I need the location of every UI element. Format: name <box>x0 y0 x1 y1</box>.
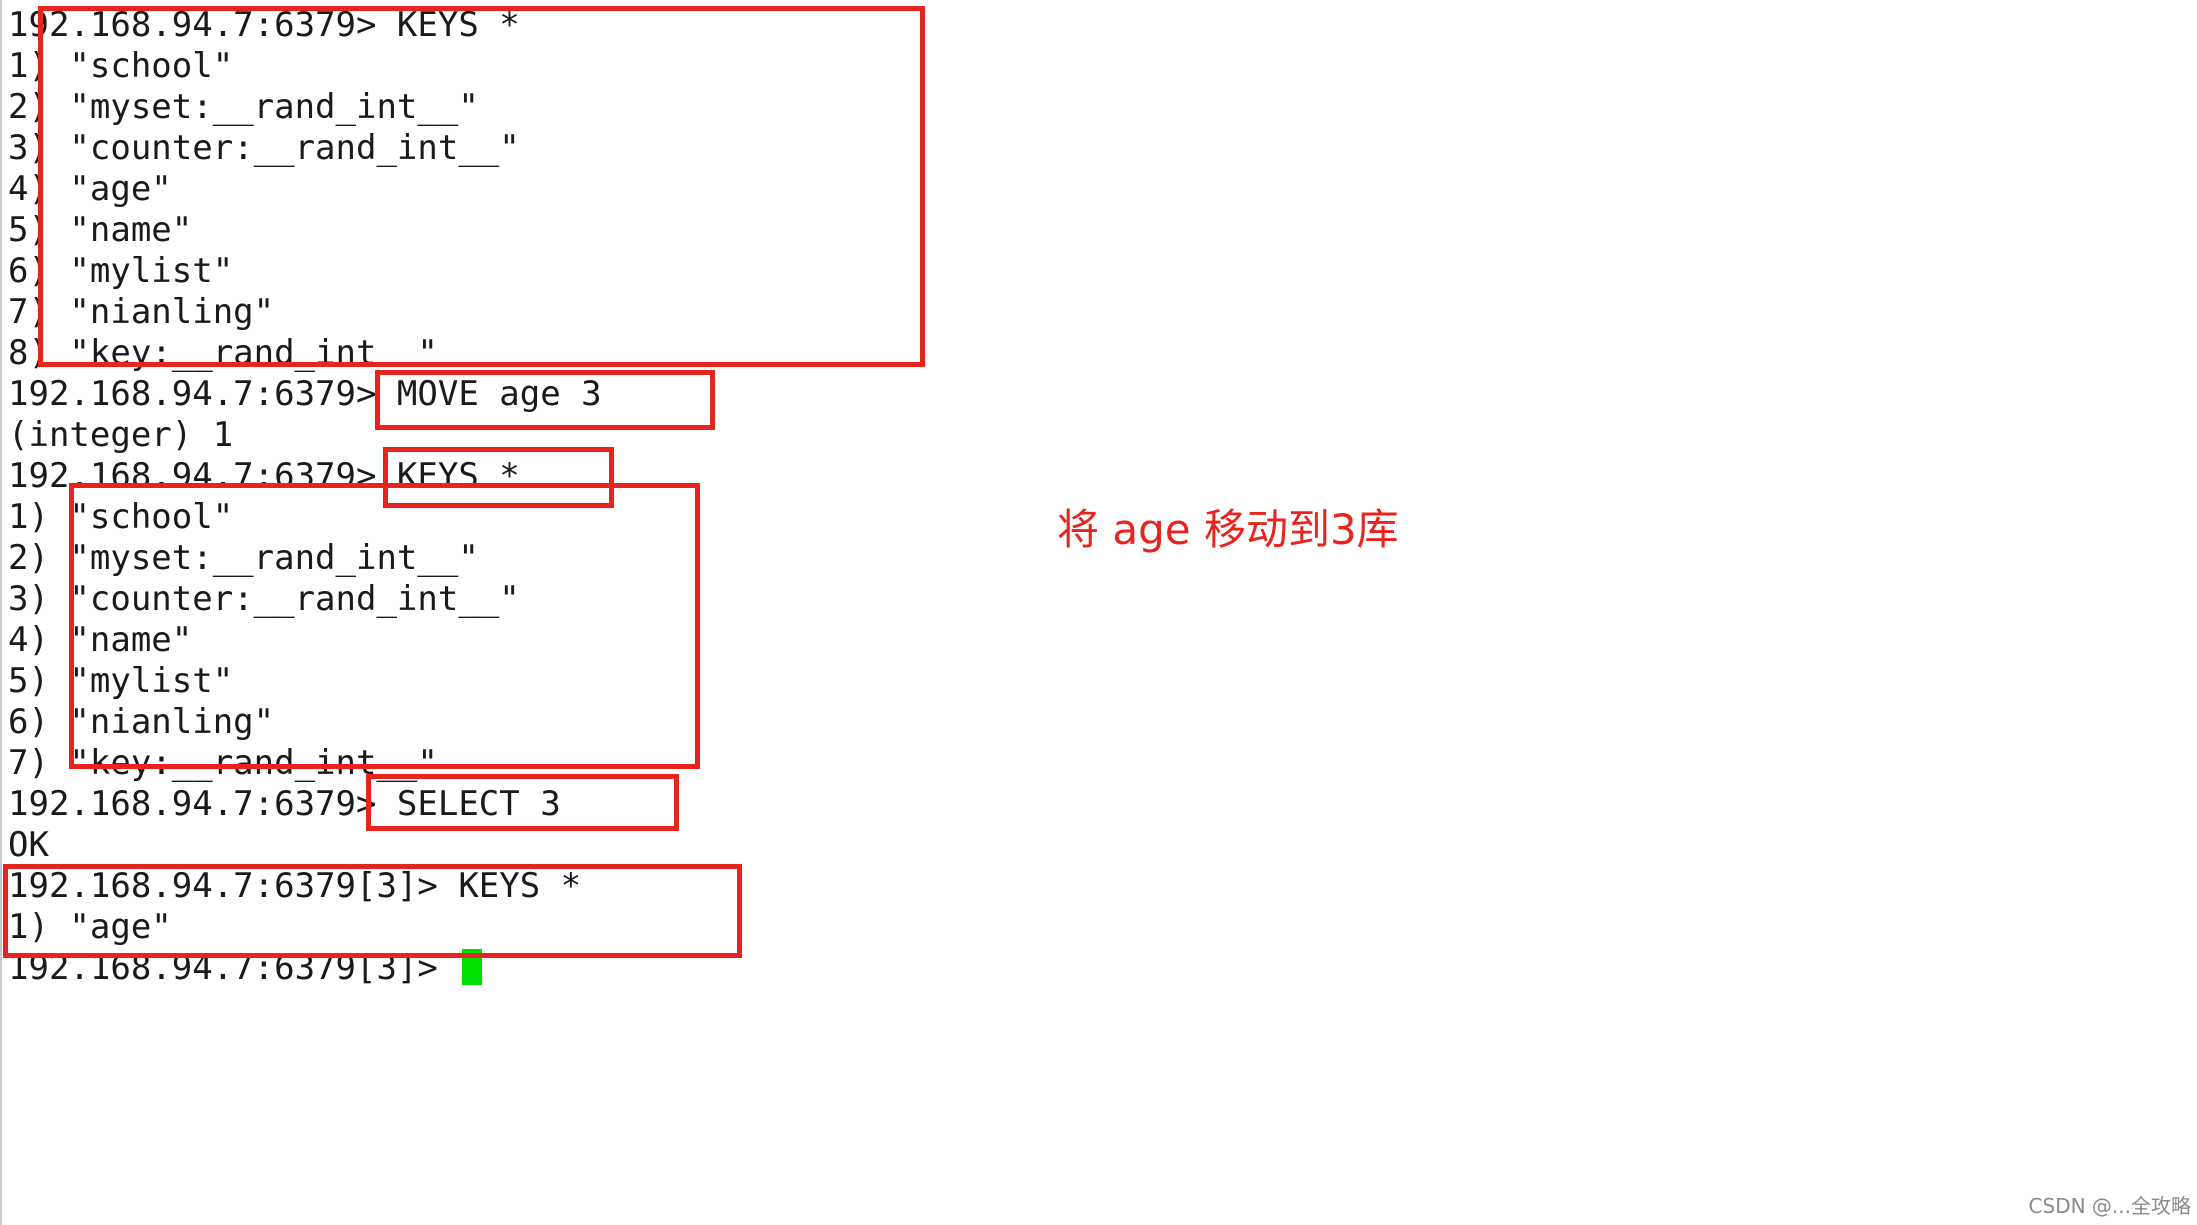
terminal-line-key-age-db3: 1) "age" <box>8 907 172 947</box>
terminal-line-key-counter-2: 3) "counter:__rand_int__" <box>8 579 520 619</box>
terminal-line-key-myset-2: 2) "myset:__rand_int__" <box>8 538 479 578</box>
terminal-line-prompt-keys: 192.168.94.7:6379> KEYS * <box>8 5 520 45</box>
highlight-box-keys-command <box>383 447 614 508</box>
terminal-line-key-myset: 2) "myset:__rand_int__" <box>8 87 479 127</box>
highlight-box-select-command <box>366 774 679 831</box>
highlight-box-remaining-keys <box>69 483 700 769</box>
text-cursor <box>462 949 483 985</box>
highlight-box-db3-keys <box>3 864 742 958</box>
terminal-line-key-age: 4) "age" <box>8 169 172 209</box>
terminal-line-key-counter: 3) "counter:__rand_int__" <box>8 128 520 168</box>
terminal-line-key-school-2: 1) "school" <box>8 497 234 537</box>
terminal-line-key-name-2: 4) "name" <box>8 620 193 660</box>
annotation-text: 将 age 移动到3库 <box>1057 505 1399 554</box>
terminal-line-integer-result: (integer) 1 <box>8 415 234 455</box>
terminal-line-key-nianling-2: 6) "nianling" <box>8 702 275 742</box>
terminal-line-prompt-keys-db3: 192.168.94.7:6379[3]> KEYS * <box>8 866 582 906</box>
terminal-line-key-mylist: 6) "mylist" <box>8 251 234 291</box>
terminal-line-prompt-move: 192.168.94.7:6379> MOVE age 3 <box>8 374 602 414</box>
watermark: CSDN @...全攻略 <box>2028 1194 2191 1218</box>
terminal-line-key-mylist-2: 5) "mylist" <box>8 661 234 701</box>
terminal-line-prompt-select: 192.168.94.7:6379> SELECT 3 <box>8 784 561 824</box>
highlight-box-move-command <box>375 370 715 430</box>
highlight-box-initial-keys <box>38 6 925 367</box>
terminal-line-ok: OK <box>8 825 49 865</box>
